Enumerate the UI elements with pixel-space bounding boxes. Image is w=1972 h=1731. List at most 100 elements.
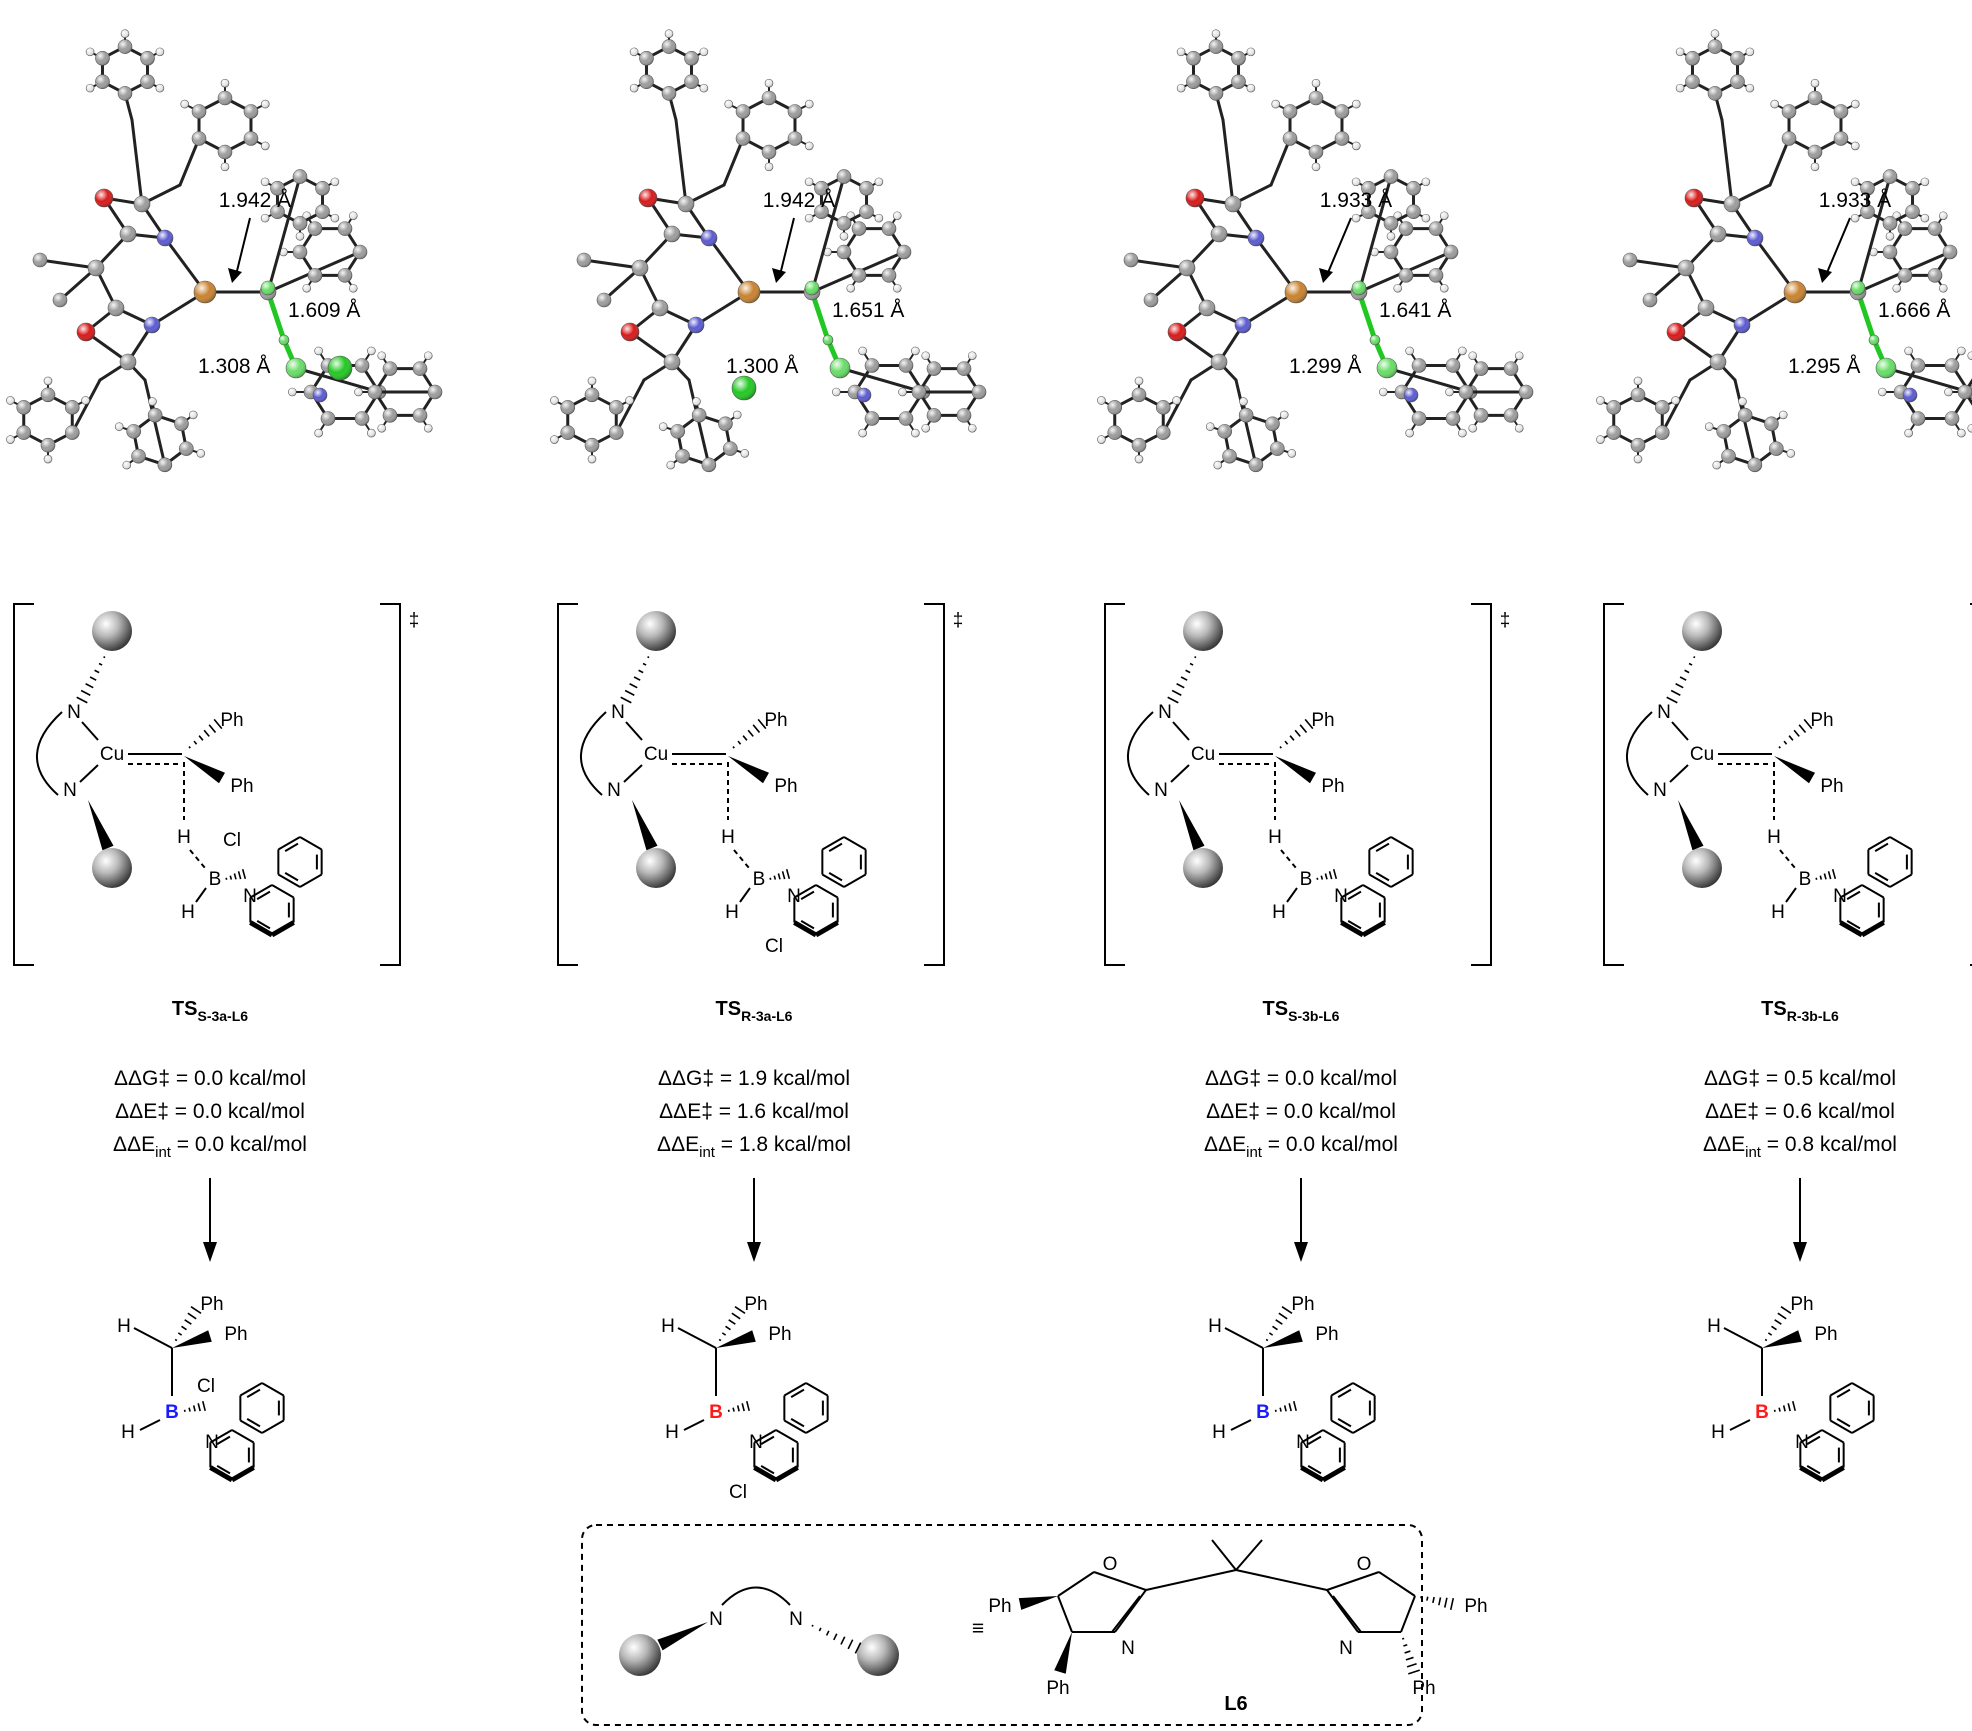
hydrogen-atom-shade — [740, 449, 749, 458]
hydrogen-atom-shade — [279, 248, 288, 256]
arrow-head — [772, 268, 786, 283]
carbon-atom-shade — [1179, 260, 1195, 276]
left-bracket — [13, 603, 34, 966]
pyridine-ring — [249, 884, 295, 938]
carbon-atom-shade — [1211, 354, 1227, 370]
hash-line — [781, 871, 786, 880]
ring-double-bond — [1874, 872, 1889, 882]
hydrogen-atom-shade — [1920, 177, 1929, 186]
delta-delta-e-int-label: ΔΔEint = 0.8 kcal/mol — [1703, 1133, 1897, 1161]
delta-delta-g-label: ΔΔG‡ = 0.5 kcal/mol — [1704, 1067, 1896, 1090]
hash-line — [1827, 871, 1832, 880]
carbon-atom-shade — [1399, 268, 1413, 283]
carbon-atom-shade — [1898, 268, 1912, 283]
hydrogen-atom-shade — [1271, 100, 1280, 109]
carbon-atom-shade — [1429, 221, 1443, 236]
phenyl-label: Ph — [1311, 710, 1334, 731]
nitrogen-top: N — [611, 702, 625, 723]
model-bond — [38, 258, 98, 270]
hydrogen-atom-shade — [1851, 214, 1860, 223]
molecular-model-3d: 1.933 Å1.666 Å1.295 Å — [1596, 29, 1972, 473]
carbon-atom-shade — [1643, 293, 1657, 307]
carbon-atom-shade — [41, 438, 55, 453]
boron-atom-shade — [286, 358, 306, 378]
ring-double-bond — [760, 1435, 775, 1445]
delta-delta-e-label: ΔΔE‡ = 0.6 kcal/mol — [1705, 1100, 1895, 1123]
carbon-atom-shade — [1710, 354, 1726, 370]
model-bond — [809, 289, 831, 343]
product-nitrogen-label: N — [1795, 1432, 1809, 1453]
ring-bond — [843, 873, 867, 888]
chlorine-atom-shade — [732, 376, 756, 400]
carbon-atom-shade — [1231, 74, 1246, 89]
legend-dashed-frame — [581, 1524, 1423, 1726]
carbon-atom-shade — [662, 86, 676, 101]
hydrogen-atom-shade — [1705, 422, 1714, 431]
carbon-atom-shade — [597, 293, 611, 307]
hash-line — [633, 676, 641, 681]
ligand-oxygen-left: O — [1103, 1554, 1118, 1575]
hydrogen-atom-shade — [86, 47, 95, 56]
carbon-atom-shade — [865, 358, 879, 373]
chlorine-label: Cl — [223, 830, 241, 851]
ring-bond — [1829, 1382, 1853, 1397]
hash-line — [1293, 1400, 1297, 1412]
ts-label: TSS-3a-L6 — [172, 998, 248, 1024]
hydrogen-atom-shade — [968, 351, 977, 360]
hash-b-n-bond — [769, 868, 791, 880]
arene-ring — [277, 836, 323, 888]
hydrogen-atom-shade — [921, 424, 930, 433]
carbon-atom-shade — [560, 425, 575, 440]
hash-line — [1176, 683, 1185, 689]
model-bond — [70, 378, 102, 435]
product-boron-label: B — [165, 1402, 179, 1423]
ring-double-bond — [216, 1435, 231, 1445]
carbon-atom-shade — [882, 268, 896, 283]
hash-line — [198, 735, 204, 741]
bond — [1286, 887, 1298, 903]
model-bond — [1357, 175, 1393, 294]
carbon-atom-shade — [353, 245, 367, 259]
carbon-atom-shade — [1399, 221, 1413, 236]
hydrogen-atom-shade — [288, 388, 297, 396]
ligand-hash-bond — [1420, 1596, 1455, 1611]
hydrogen-atom-shade — [314, 429, 323, 438]
nitrogen-atom-shade — [1404, 388, 1418, 402]
carbon-atom-shade — [609, 425, 624, 440]
hydrogen-atom-shade — [189, 410, 198, 419]
e-int-subscript: int — [1745, 1144, 1762, 1161]
carbon-atom-shade — [912, 385, 926, 399]
carbon-atom-shade — [16, 400, 31, 415]
carbon-atom-shade — [1384, 169, 1398, 184]
arrow-head — [1818, 268, 1832, 283]
model-bond — [266, 175, 302, 294]
carbon-atom-shade — [1860, 204, 1875, 219]
carbon-atom-shade — [355, 358, 369, 373]
hash-line — [1432, 1596, 1435, 1604]
ts-label-main: TS — [1263, 998, 1289, 1020]
oxazoline-bond — [1057, 1571, 1095, 1597]
carbon-atom-shade — [118, 39, 132, 54]
hash-line — [237, 871, 242, 880]
carbon-atom-shade — [972, 385, 986, 399]
carbon-atom-shade — [675, 449, 690, 464]
hydrogen-atom-shade — [377, 424, 386, 433]
ring-bond — [1340, 884, 1364, 899]
model-bond — [265, 289, 287, 343]
carbon-atom-shade — [1412, 358, 1426, 373]
hash-line — [1320, 875, 1324, 880]
hydrogen-atom-shade — [424, 424, 433, 433]
hash-line — [777, 873, 781, 880]
hash-line — [731, 1312, 741, 1320]
product-nitrogen-label: N — [205, 1432, 219, 1453]
hydrogen-atom-shade — [1213, 461, 1222, 470]
carbon-atom-shade — [927, 361, 941, 376]
hydrogen-atom-shade — [367, 346, 376, 355]
carbon-atom-shade — [65, 400, 80, 415]
substituent-sphere-top — [1183, 611, 1223, 651]
nitrogen-top: N — [67, 702, 81, 723]
product-phenyl-label: Ph — [768, 1324, 791, 1345]
hash-ph-bond — [188, 718, 223, 749]
carbon-atom-shade — [270, 181, 285, 196]
ring-bond — [753, 1465, 778, 1483]
